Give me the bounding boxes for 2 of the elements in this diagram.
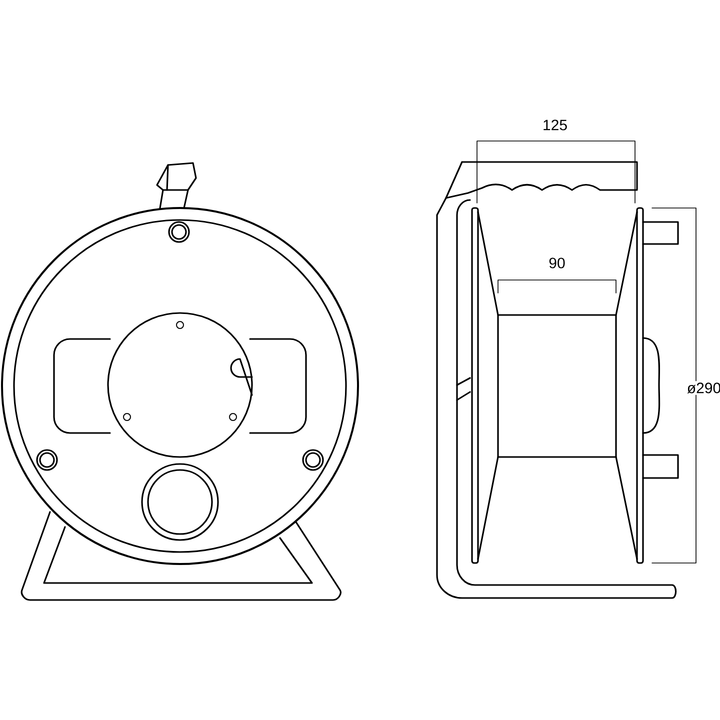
dimension-label: 125 xyxy=(544,120,567,130)
dimension-label: 90 xyxy=(549,258,565,268)
